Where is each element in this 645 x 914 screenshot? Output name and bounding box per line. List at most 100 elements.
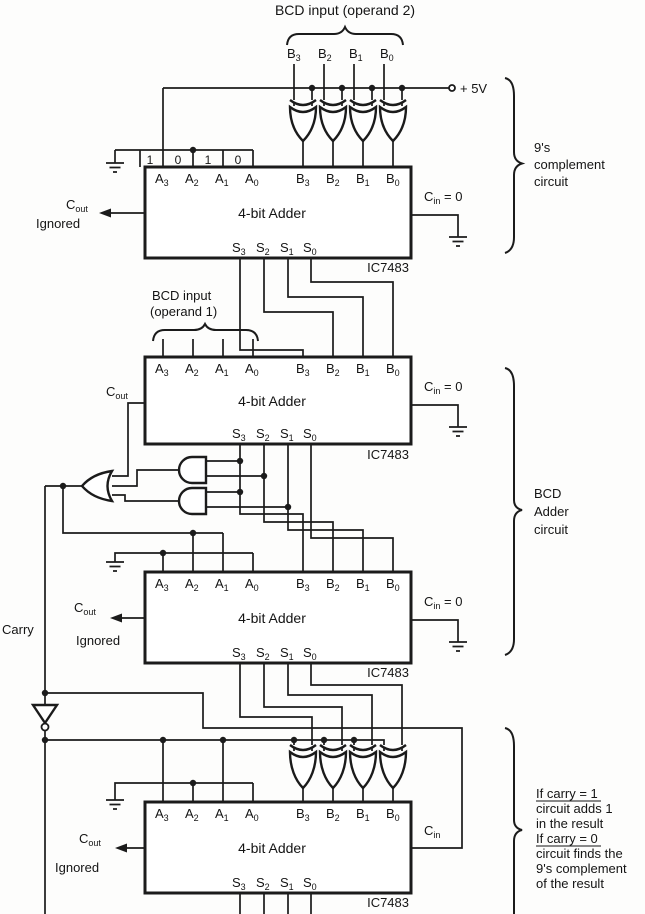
pin-label: S2 xyxy=(256,426,270,443)
cout3-label: Cout xyxy=(74,600,96,617)
operand1-stubs xyxy=(162,339,254,357)
pin-label: B3 xyxy=(287,46,301,63)
pin-label: B3 xyxy=(296,171,310,188)
ground-icon xyxy=(106,799,124,810)
group-label-line: BCD xyxy=(534,486,561,501)
junction-dot xyxy=(290,736,298,744)
pin-label: B0 xyxy=(386,361,400,378)
operand2-brace xyxy=(286,24,404,46)
group-label-line: circuit xyxy=(534,522,568,537)
pin-label: A1 xyxy=(215,171,229,188)
junction-dot xyxy=(219,736,227,744)
pin-label: B0 xyxy=(386,171,400,188)
xor-gate-icon xyxy=(348,104,378,143)
wire-s1 xyxy=(287,258,364,357)
wire-s1 xyxy=(287,444,364,572)
chip-label: IC7483 xyxy=(367,260,409,275)
nines-complement-brace xyxy=(504,77,526,254)
junction-dot xyxy=(189,779,197,787)
carry-to-cin4-wire xyxy=(45,692,463,849)
carry-note-brace xyxy=(504,727,523,914)
pin-label: A3 xyxy=(155,171,169,188)
wire-s1 xyxy=(287,663,373,751)
wire-s2 xyxy=(263,258,334,357)
title-operand2: BCD input (operand 2) xyxy=(275,2,415,18)
correction-gates xyxy=(80,455,208,516)
junction-dot xyxy=(41,689,49,697)
pin-label: B1 xyxy=(356,361,370,378)
cin4-label: Cin xyxy=(424,823,440,840)
pin-label: A3 xyxy=(155,806,169,823)
power-label: + 5V xyxy=(460,81,487,96)
ground-icon xyxy=(449,426,467,437)
junction-dot xyxy=(338,84,346,92)
operand1-brace xyxy=(152,321,259,342)
operand1-label-line2: (operand 1) xyxy=(150,304,217,319)
wire xyxy=(311,88,403,106)
adder1-to-adder2-sum-wires xyxy=(112,258,459,477)
cout1-ignored-label: Ignored xyxy=(36,216,80,231)
pin-label: A1 xyxy=(215,576,229,593)
cin3-wire xyxy=(411,619,459,642)
pin-label: B1 xyxy=(356,171,370,188)
adder2-labels: A3 A2 A1 A0 B3 B2 B1 B0 4-bit Adder S3 S… xyxy=(155,361,409,462)
pin-label: A2 xyxy=(185,576,199,593)
junction-dot xyxy=(236,488,244,496)
group-label-line: circuit xyxy=(534,174,568,189)
wire-s2 xyxy=(263,444,334,572)
pin-label: B2 xyxy=(326,576,340,593)
cin1-wire xyxy=(411,214,459,237)
pin-label: S0 xyxy=(303,426,317,443)
pin-label: S2 xyxy=(256,240,270,257)
junction-dot xyxy=(236,457,244,465)
ground-icon xyxy=(449,236,467,247)
wire-s3 xyxy=(239,663,313,751)
operand1-label-line1: BCD input xyxy=(152,288,212,303)
constant-bit: 1 xyxy=(205,153,212,167)
nines-complement-group-label: 9's complement circuit xyxy=(534,140,605,189)
pin-label: S1 xyxy=(280,875,294,892)
and1-out-wire xyxy=(112,469,178,487)
group-label-line: Adder xyxy=(534,504,569,519)
junction-dot xyxy=(159,736,167,744)
group-label-line: complement xyxy=(534,157,605,172)
cout4-arrowhead-icon xyxy=(115,843,127,853)
cout1-arrowhead-icon xyxy=(99,208,111,218)
junction-dot xyxy=(159,549,167,557)
constant-bit: 1 xyxy=(147,153,154,167)
pin-label: A0 xyxy=(245,576,259,593)
junction-dot xyxy=(189,146,197,154)
cin1-label: Cin = 0 xyxy=(424,189,462,206)
pin-label: S3 xyxy=(232,240,246,257)
and2-out-wire xyxy=(112,494,178,502)
cout2-label: Cout xyxy=(106,384,128,401)
power-terminal-icon xyxy=(448,84,456,92)
pin-label: S0 xyxy=(303,240,317,257)
adder1-labels: A3 A2 A1 A0 B3 B2 B1 B0 4-bit Adder S3 S… xyxy=(155,171,409,275)
wire-s0 xyxy=(310,663,403,751)
adder4-wires xyxy=(114,782,394,914)
pin-label: S3 xyxy=(232,426,246,443)
junction-dot xyxy=(41,736,49,744)
and-input-taps xyxy=(206,460,288,508)
xor-gate-icon xyxy=(289,744,317,752)
pin-label: S0 xyxy=(303,875,317,892)
pin-label: A0 xyxy=(245,171,259,188)
adder-name: 4-bit Adder xyxy=(238,393,306,409)
adder3-to-xor-sum-wires xyxy=(239,663,403,751)
carry-note-label: If carry = 1 circuit adds 1 in the resul… xyxy=(536,786,627,891)
adder3-box xyxy=(143,570,413,665)
wire-s3 xyxy=(239,444,304,572)
xor-gate-icon xyxy=(288,104,318,143)
note-line: If carry = 0 xyxy=(536,831,598,846)
junction-dot xyxy=(320,736,328,744)
pin-label: S3 xyxy=(232,875,246,892)
note-line: of the result xyxy=(536,876,604,891)
note-line: If carry = 1 xyxy=(536,786,598,801)
chip-label: IC7483 xyxy=(367,665,409,680)
cout4-ignored-label: Ignored xyxy=(55,860,99,875)
or-gate-icon xyxy=(80,469,115,503)
carry-inverter xyxy=(30,703,60,732)
